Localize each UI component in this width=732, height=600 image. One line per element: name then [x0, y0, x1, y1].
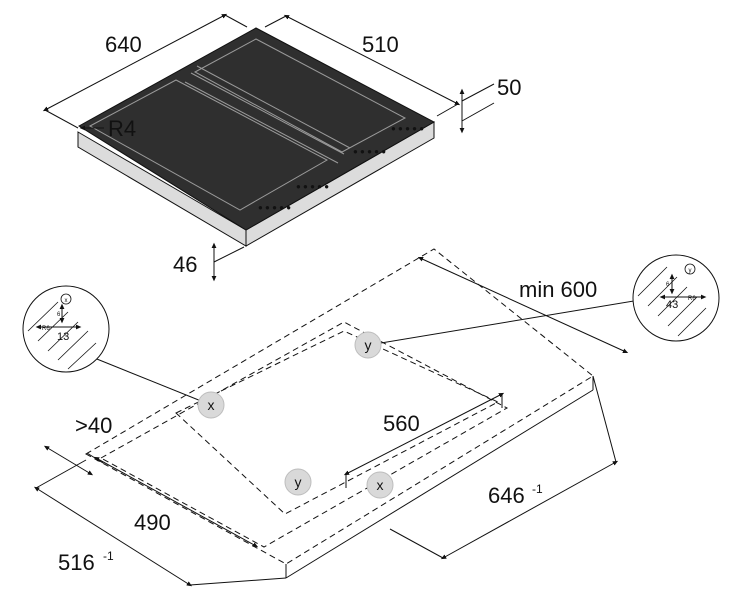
marker-y-bottom [284, 468, 312, 496]
label-516: 516 [58, 550, 95, 575]
inner-cutout-outline [175, 330, 500, 515]
control-dots-3: ● ● ● ● ● [353, 147, 386, 156]
detail-y-badge [684, 263, 696, 275]
label-46: 46 [173, 252, 197, 277]
detail-y-hatch-3 [657, 286, 688, 317]
extension-50-bottom [461, 102, 495, 122]
control-dots-1: ● ● ● ● ● [258, 203, 291, 212]
extension-46 [213, 246, 245, 263]
extension-646-left [389, 528, 444, 559]
label-646: 646 [488, 483, 525, 508]
dimension-line-min-600 [417, 257, 629, 353]
dimension-line-560 [343, 392, 505, 476]
extension-gt40 [86, 452, 104, 464]
extension-510-right [436, 103, 459, 117]
extension-516-right [189, 577, 287, 586]
detail-y-main-label: 43 [666, 299, 678, 311]
installation-cutout: min 600 >40 560 490 516 -1 646 -1 [33, 248, 641, 587]
detail-y-hatch-4 [667, 296, 698, 327]
label-490: 490 [134, 510, 171, 535]
label-560: 560 [383, 411, 420, 436]
control-dots-2: ● ● ● ● ● [296, 182, 329, 191]
detail-x: x 6 R6 13 [22, 285, 110, 373]
extension-646-right [592, 375, 617, 463]
label-50: 50 [497, 75, 521, 100]
extension-516-left [35, 459, 87, 489]
label-min-600: min 600 [519, 277, 597, 302]
label-gt40: >40 [75, 413, 112, 438]
detail-y-top-label: 6 [666, 282, 670, 288]
detail-x-radius-label: R6 [42, 326, 50, 332]
detail-y-hatch-1 [637, 266, 668, 297]
base-front-line [285, 389, 594, 579]
detail-y-hatch-5 [677, 307, 707, 337]
markers: y x y x [197, 331, 394, 499]
detail-x-badge-label: x [65, 298, 68, 304]
detail-x-hatch-5 [67, 342, 97, 370]
dimension-line-640 [42, 13, 228, 112]
label-r4: R4 [108, 116, 136, 141]
label-510: 510 [362, 32, 399, 57]
marker-y-bottom-label: y [295, 474, 302, 490]
marker-y-top [354, 331, 382, 359]
label-640: 640 [105, 32, 142, 57]
marker-x-right-label: x [377, 477, 384, 493]
leader-detail-y [368, 299, 641, 346]
dimension-line-490 [93, 456, 259, 548]
extension-510-left [264, 15, 287, 28]
marker-x-right [366, 471, 394, 499]
leader-detail-x [76, 350, 212, 406]
dimension-line-516 [33, 486, 193, 587]
marker-y-top-label: y [365, 337, 372, 353]
dimension-line-510 [283, 14, 461, 106]
marker-x-left [197, 391, 225, 419]
marker-x-left-label: x [208, 397, 215, 413]
detail-x-hatch-4 [57, 330, 89, 361]
dimension-line-gt40 [43, 445, 94, 476]
dimension-line-646 [440, 460, 619, 560]
top-dimensions: 640 510 50 R4 46 [42, 13, 521, 282]
detail-y-radius-label: R6 [688, 296, 696, 302]
detail-x-top-label: 6 [57, 312, 61, 318]
extension-640-right [224, 14, 248, 28]
detail-y: y 6 R6 43 [632, 254, 720, 342]
detail-y-badge-label: y [689, 268, 692, 274]
extension-640-left [44, 109, 79, 129]
control-dots-4: ● ● ● ● ● [391, 124, 424, 133]
extension-50-top [461, 83, 495, 102]
detail-x-hatch-1 [27, 301, 59, 332]
label-516-tolerance: -1 [103, 549, 114, 563]
zone-outline-right [193, 38, 407, 153]
detail-x-main-label: 13 [57, 331, 69, 343]
label-646-tolerance: -1 [532, 482, 543, 496]
detail-x-badge [60, 293, 72, 305]
